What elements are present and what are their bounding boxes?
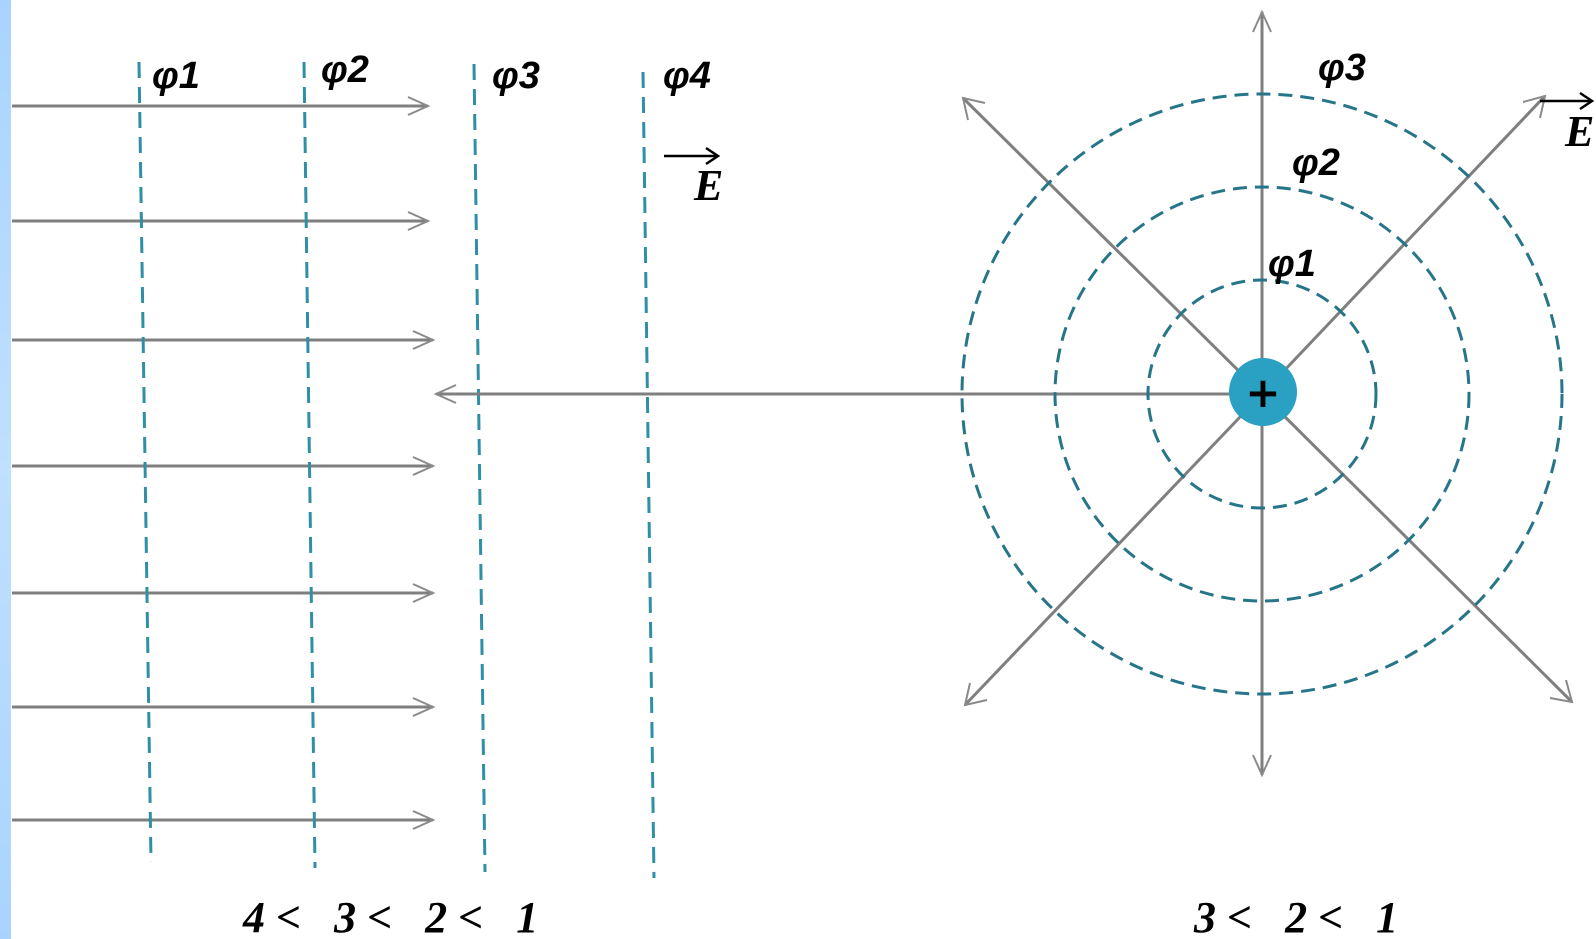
equipotential-line-phi4 [641, 71, 656, 879]
left-decorative-strip [0, 0, 11, 939]
equipotential-line-phi2 [302, 61, 317, 869]
uniform-field-lines [12, 96, 436, 830]
e-vector-label-left: E [664, 146, 723, 210]
phi2-label-left: φ2 [321, 49, 369, 91]
field-line [12, 810, 436, 830]
equipotential-circle-phi1 [1146, 278, 1378, 510]
e-vector-label-right: E [1540, 91, 1594, 156]
field-line-down-right [1260, 392, 1574, 704]
uniform-equipotential-lines [137, 61, 656, 879]
phi3-label-left: φ3 [492, 55, 540, 97]
phi1-label-left: φ1 [152, 55, 200, 97]
equipotential-line-phi1 [137, 61, 153, 863]
phi4-label-left: φ4 [663, 55, 711, 97]
equipotential-circle-phi2 [1053, 185, 1471, 603]
e-vector-letter-right: E [1564, 107, 1594, 156]
field-line [12, 330, 436, 350]
field-line [12, 456, 436, 476]
phi1-label-right: φ1 [1268, 243, 1316, 285]
equipotential-circle-phi3 [960, 92, 1564, 696]
phi2-label-right: φ2 [1292, 142, 1340, 184]
field-line [12, 96, 431, 116]
field-line [12, 211, 431, 231]
field-line [12, 697, 436, 717]
point-charge-inequality: 3 < 2 < 1 [1193, 893, 1398, 939]
field-line-down-left [963, 392, 1264, 707]
radial-field-lines [433, 9, 1574, 778]
phi3-label-right: φ3 [1318, 47, 1366, 89]
plus-sign: + [1245, 368, 1280, 417]
e-vector-letter-left: E [693, 161, 723, 210]
uniform-field-inequality: 4 < 3 < 2 < 1 [242, 893, 538, 939]
equipotential-line-phi3 [472, 63, 487, 873]
field-line [12, 583, 436, 603]
field-line-up-right [1260, 94, 1547, 396]
field-line-up [1252, 9, 1272, 394]
radial-equipotential-circles [960, 92, 1564, 696]
field-line-down [1252, 394, 1272, 778]
positive-charge: + [1229, 358, 1297, 426]
field-line-left [433, 384, 1262, 404]
field-line-up-left [961, 96, 1264, 396]
